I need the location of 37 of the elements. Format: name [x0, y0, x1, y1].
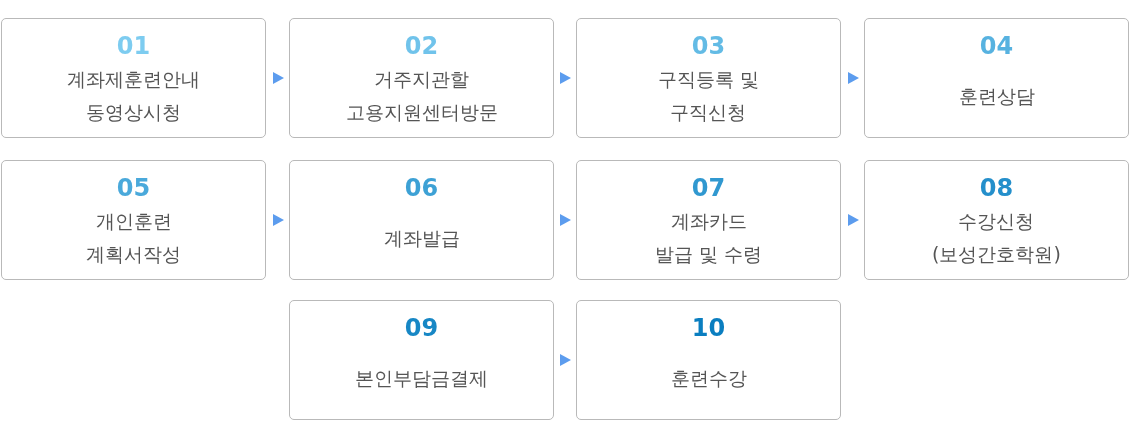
step-box — [1, 160, 266, 280]
step-label: 거주지관할 고용지원센터방문 — [345, 67, 498, 125]
step-box — [289, 18, 554, 138]
step-number: 01 — [116, 31, 151, 62]
arrow — [273, 72, 284, 84]
step-label: 계좌발급 — [383, 225, 460, 251]
step-label: 훈련상담 — [958, 83, 1035, 109]
step-number: 10 — [691, 313, 726, 344]
arrow — [848, 72, 859, 84]
step-label: 훈련수강 — [670, 365, 747, 391]
step-label: 개인훈련 계획서작성 — [86, 209, 181, 267]
step-box — [289, 300, 554, 420]
arrow — [273, 214, 284, 226]
step-number: 05 — [116, 173, 151, 204]
step-box — [1, 18, 266, 138]
arrow — [848, 214, 859, 226]
step-box — [576, 18, 841, 138]
step-label: 계좌제훈련안내 동영상시청 — [67, 67, 200, 125]
step-box — [576, 300, 841, 420]
step-label: 구직등록 및 구직신청 — [657, 67, 759, 125]
step-box — [864, 160, 1129, 280]
step-number: 08 — [979, 173, 1014, 204]
step-number: 02 — [404, 31, 439, 62]
arrow — [560, 214, 571, 226]
step-number: 04 — [979, 31, 1014, 62]
step-box — [289, 160, 554, 280]
step-number: 07 — [691, 173, 726, 204]
step-number: 03 — [691, 31, 726, 62]
step-number: 09 — [404, 313, 439, 344]
arrow — [560, 354, 571, 366]
step-box — [864, 18, 1129, 138]
arrow — [560, 72, 571, 84]
step-label: 수강신청 (보성간호학원) — [932, 209, 1061, 267]
step-number: 06 — [404, 173, 439, 204]
step-box — [576, 160, 841, 280]
step-label: 계좌카드 발급 및 수령 — [654, 209, 763, 267]
step-label: 본인부담금결제 — [355, 365, 488, 391]
